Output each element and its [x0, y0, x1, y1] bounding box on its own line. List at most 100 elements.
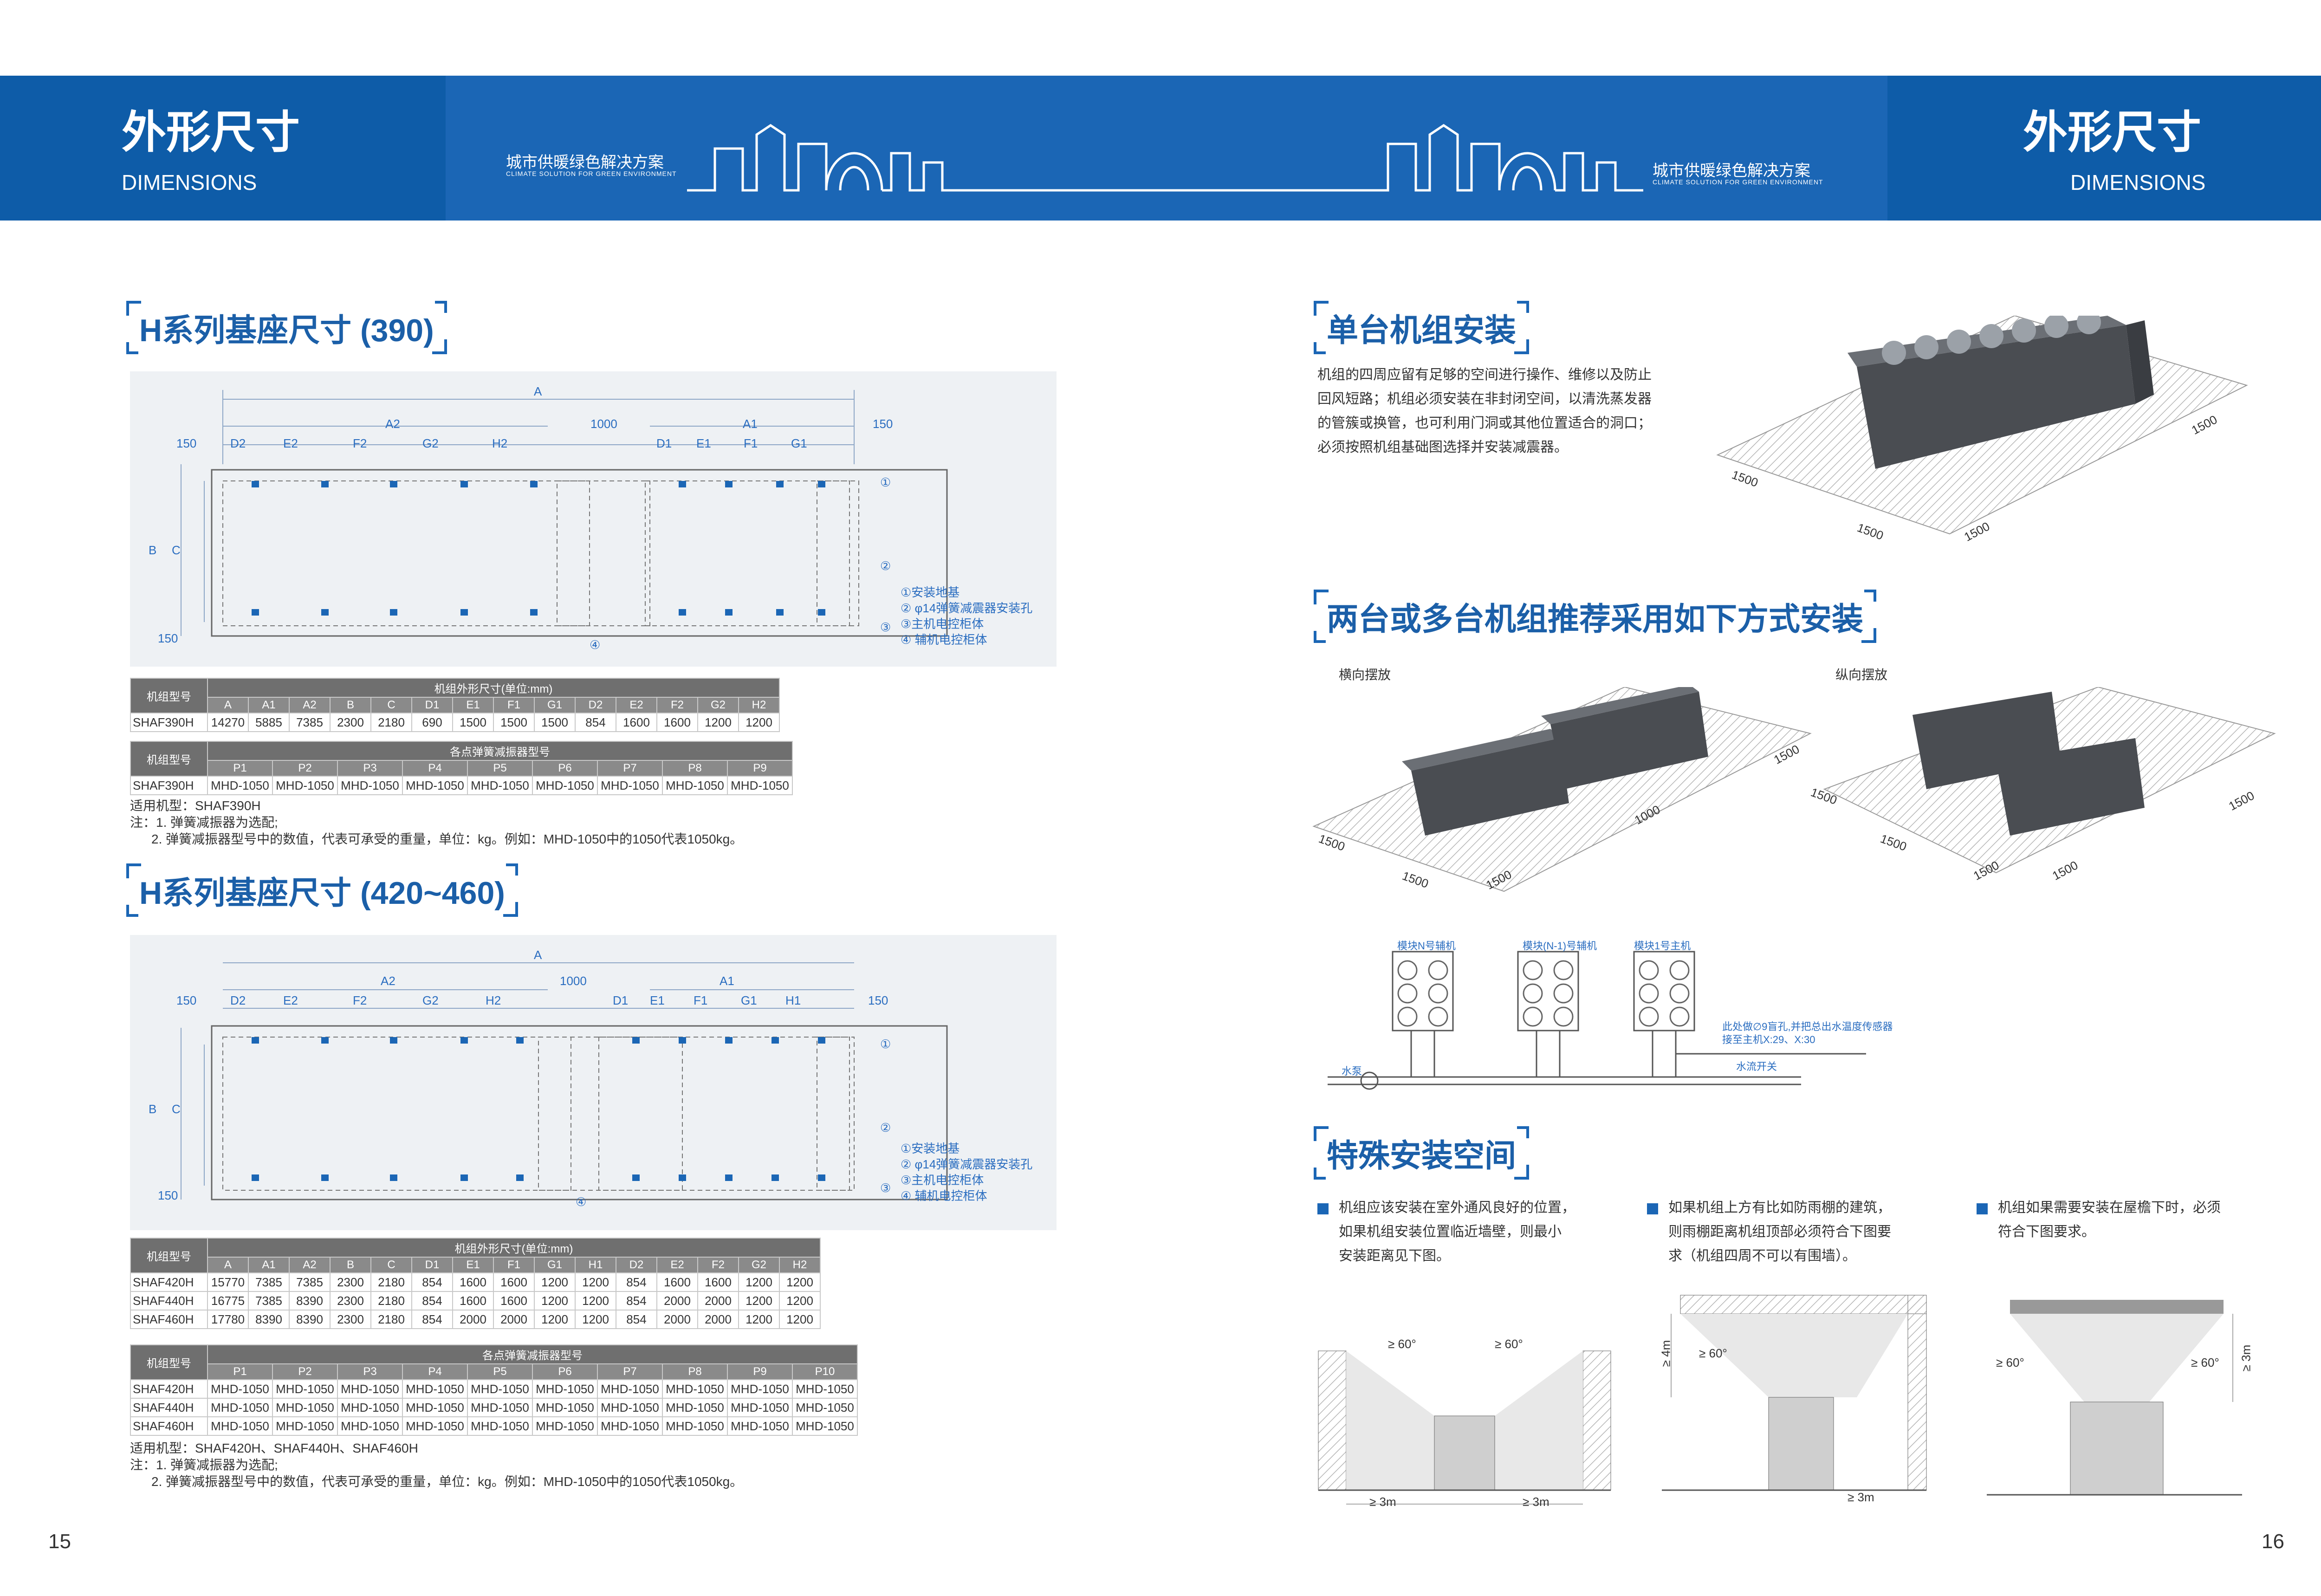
table-column-header: P9	[727, 1363, 793, 1380]
dim-E1: E1	[650, 993, 665, 1007]
table-column-header: A2	[289, 697, 331, 714]
right-title-panel	[1887, 76, 2321, 221]
table-cell: MHD-1050	[532, 1416, 598, 1436]
table-cell: MHD-1050	[337, 776, 403, 795]
table-cell: MHD-1050	[467, 1379, 533, 1399]
dim-H2: H2	[486, 993, 501, 1007]
table-cell: 1500	[493, 713, 535, 732]
table-row-model: SHAF460H	[130, 1416, 208, 1436]
table-column-header: C	[370, 1257, 412, 1273]
table-cell: MHD-1050	[402, 1416, 468, 1436]
canopy-dim-dist: ≥ 3m	[1848, 1490, 1874, 1504]
vertical-layout-illustration	[1823, 687, 2276, 874]
table-model-header: 机组型号	[130, 1238, 208, 1273]
table-column-header: P8	[662, 760, 728, 777]
table-column-header: D1	[411, 1257, 453, 1273]
table-column-header: P5	[467, 760, 533, 777]
table-cell: 7385	[289, 1272, 331, 1292]
table-row-model: SHAF440H	[130, 1398, 208, 1417]
dim-E2: E2	[283, 993, 298, 1007]
table-column-header: B	[330, 697, 371, 714]
table-cell: 1200	[738, 713, 780, 732]
table-cell: 17780	[207, 1310, 249, 1329]
table-cell: 854	[575, 713, 616, 732]
eave-dim-angle-1: ≥ 60°	[1996, 1356, 2024, 1369]
table-cell: 8390	[289, 1291, 331, 1311]
table-cell: 1200	[779, 1310, 821, 1329]
table-column-header: E1	[452, 697, 494, 714]
marker-4: ④	[590, 638, 601, 652]
table-column-header: P4	[402, 1363, 468, 1380]
table-column-header: G2	[738, 1257, 780, 1273]
table-cell: MHD-1050	[532, 1398, 598, 1417]
right-header-title: 外形尺寸	[2023, 108, 2201, 157]
table-cell: MHD-1050	[467, 776, 533, 795]
table-column-header: P3	[337, 1363, 403, 1380]
table-cell: 7385	[248, 1291, 290, 1311]
table-cell: MHD-1050	[597, 1379, 663, 1399]
table-column-header: F1	[493, 697, 535, 714]
marker-2: ②	[880, 559, 891, 573]
wall-dim-dist-2: ≥ 3m	[1523, 1495, 1549, 1509]
marker-1: ①	[880, 1037, 891, 1051]
sensor-label-2: 接至主机X:29、X:30	[1722, 1034, 1815, 1045]
dim-H1: H1	[785, 993, 801, 1007]
dim-B: B	[149, 543, 157, 557]
dim-edge-right: 150	[873, 417, 893, 431]
dim-F1: F1	[744, 436, 758, 450]
table-cell: 2300	[330, 1291, 371, 1311]
table-row-model: SHAF440H	[130, 1291, 208, 1311]
table-cell: 1500	[452, 713, 494, 732]
section-title-special: 特殊安装空间	[1314, 1126, 1530, 1180]
table-cell: 2180	[370, 1272, 412, 1292]
table-column-header: P1	[207, 760, 273, 777]
table-group-header: 机组外形尺寸(单位:mm)	[207, 678, 780, 698]
table-cell: MHD-1050	[662, 1379, 728, 1399]
eave-dim-height: ≥ 3m	[2239, 1344, 2253, 1372]
table-cell: 15770	[207, 1272, 249, 1292]
left-title-panel	[0, 76, 446, 221]
module-n-label: 模块N号辅机	[1397, 940, 1456, 952]
table-column-header: P2	[272, 1363, 338, 1380]
table-cell: 854	[411, 1291, 453, 1311]
slogan-right-cn: 城市供暖绿色解决方案	[1653, 162, 1810, 180]
table-cell: MHD-1050	[532, 1379, 598, 1399]
table-cell: 1600	[493, 1272, 535, 1292]
table-cell: 1600	[452, 1272, 494, 1292]
dim-A: A	[534, 948, 542, 962]
slogan-left-cn: 城市供暖绿色解决方案	[506, 154, 664, 171]
table-cell: 5885	[248, 713, 290, 732]
table-column-header: F1	[493, 1257, 535, 1273]
legend-1: ①安装地基	[901, 1142, 960, 1155]
dim-D1: D1	[613, 993, 629, 1007]
eave-dim-angle-2: ≥ 60°	[2191, 1356, 2219, 1369]
dim-D2: D2	[230, 993, 246, 1007]
legend-2: ② φ14弹簧减震器安装孔	[901, 601, 1033, 615]
notes-390-2: 2. 弹簧减振器型号中的数值，代表可承受的重量，单位：kg。例如：MHD-105…	[151, 832, 743, 846]
table-column-header: E2	[656, 1257, 698, 1273]
dim-edge-bottom: 150	[158, 631, 178, 645]
dim-edge-right: 150	[868, 993, 888, 1007]
table-model-header: 机组型号	[130, 678, 208, 714]
dim-D1: D1	[656, 436, 672, 450]
single-unit-illustration	[1716, 316, 2248, 535]
wall-dim-dist-1: ≥ 3m	[1369, 1495, 1396, 1509]
special-note-2: 如果机组上方有比如防雨棚的建筑，则雨棚距离机组顶部必须符合下图要求（机组四周不可…	[1668, 1200, 1891, 1264]
table-column-header: H2	[738, 697, 780, 714]
table-cell: MHD-1050	[337, 1379, 403, 1399]
table-cell: 1200	[534, 1310, 576, 1329]
legend-2: ② φ14弹簧减震器安装孔	[901, 1157, 1033, 1171]
dim-F2: F2	[353, 436, 367, 450]
bullet-1	[1317, 1203, 1329, 1214]
table-column-header: P6	[532, 760, 598, 777]
table-column-header: C	[370, 697, 412, 714]
table-row-model: SHAF420H	[130, 1272, 208, 1292]
base-drawing-420-460: A A2 1000 A1 150 150 D2 E2 F2 G2 H2 D1 E…	[130, 935, 1057, 1230]
